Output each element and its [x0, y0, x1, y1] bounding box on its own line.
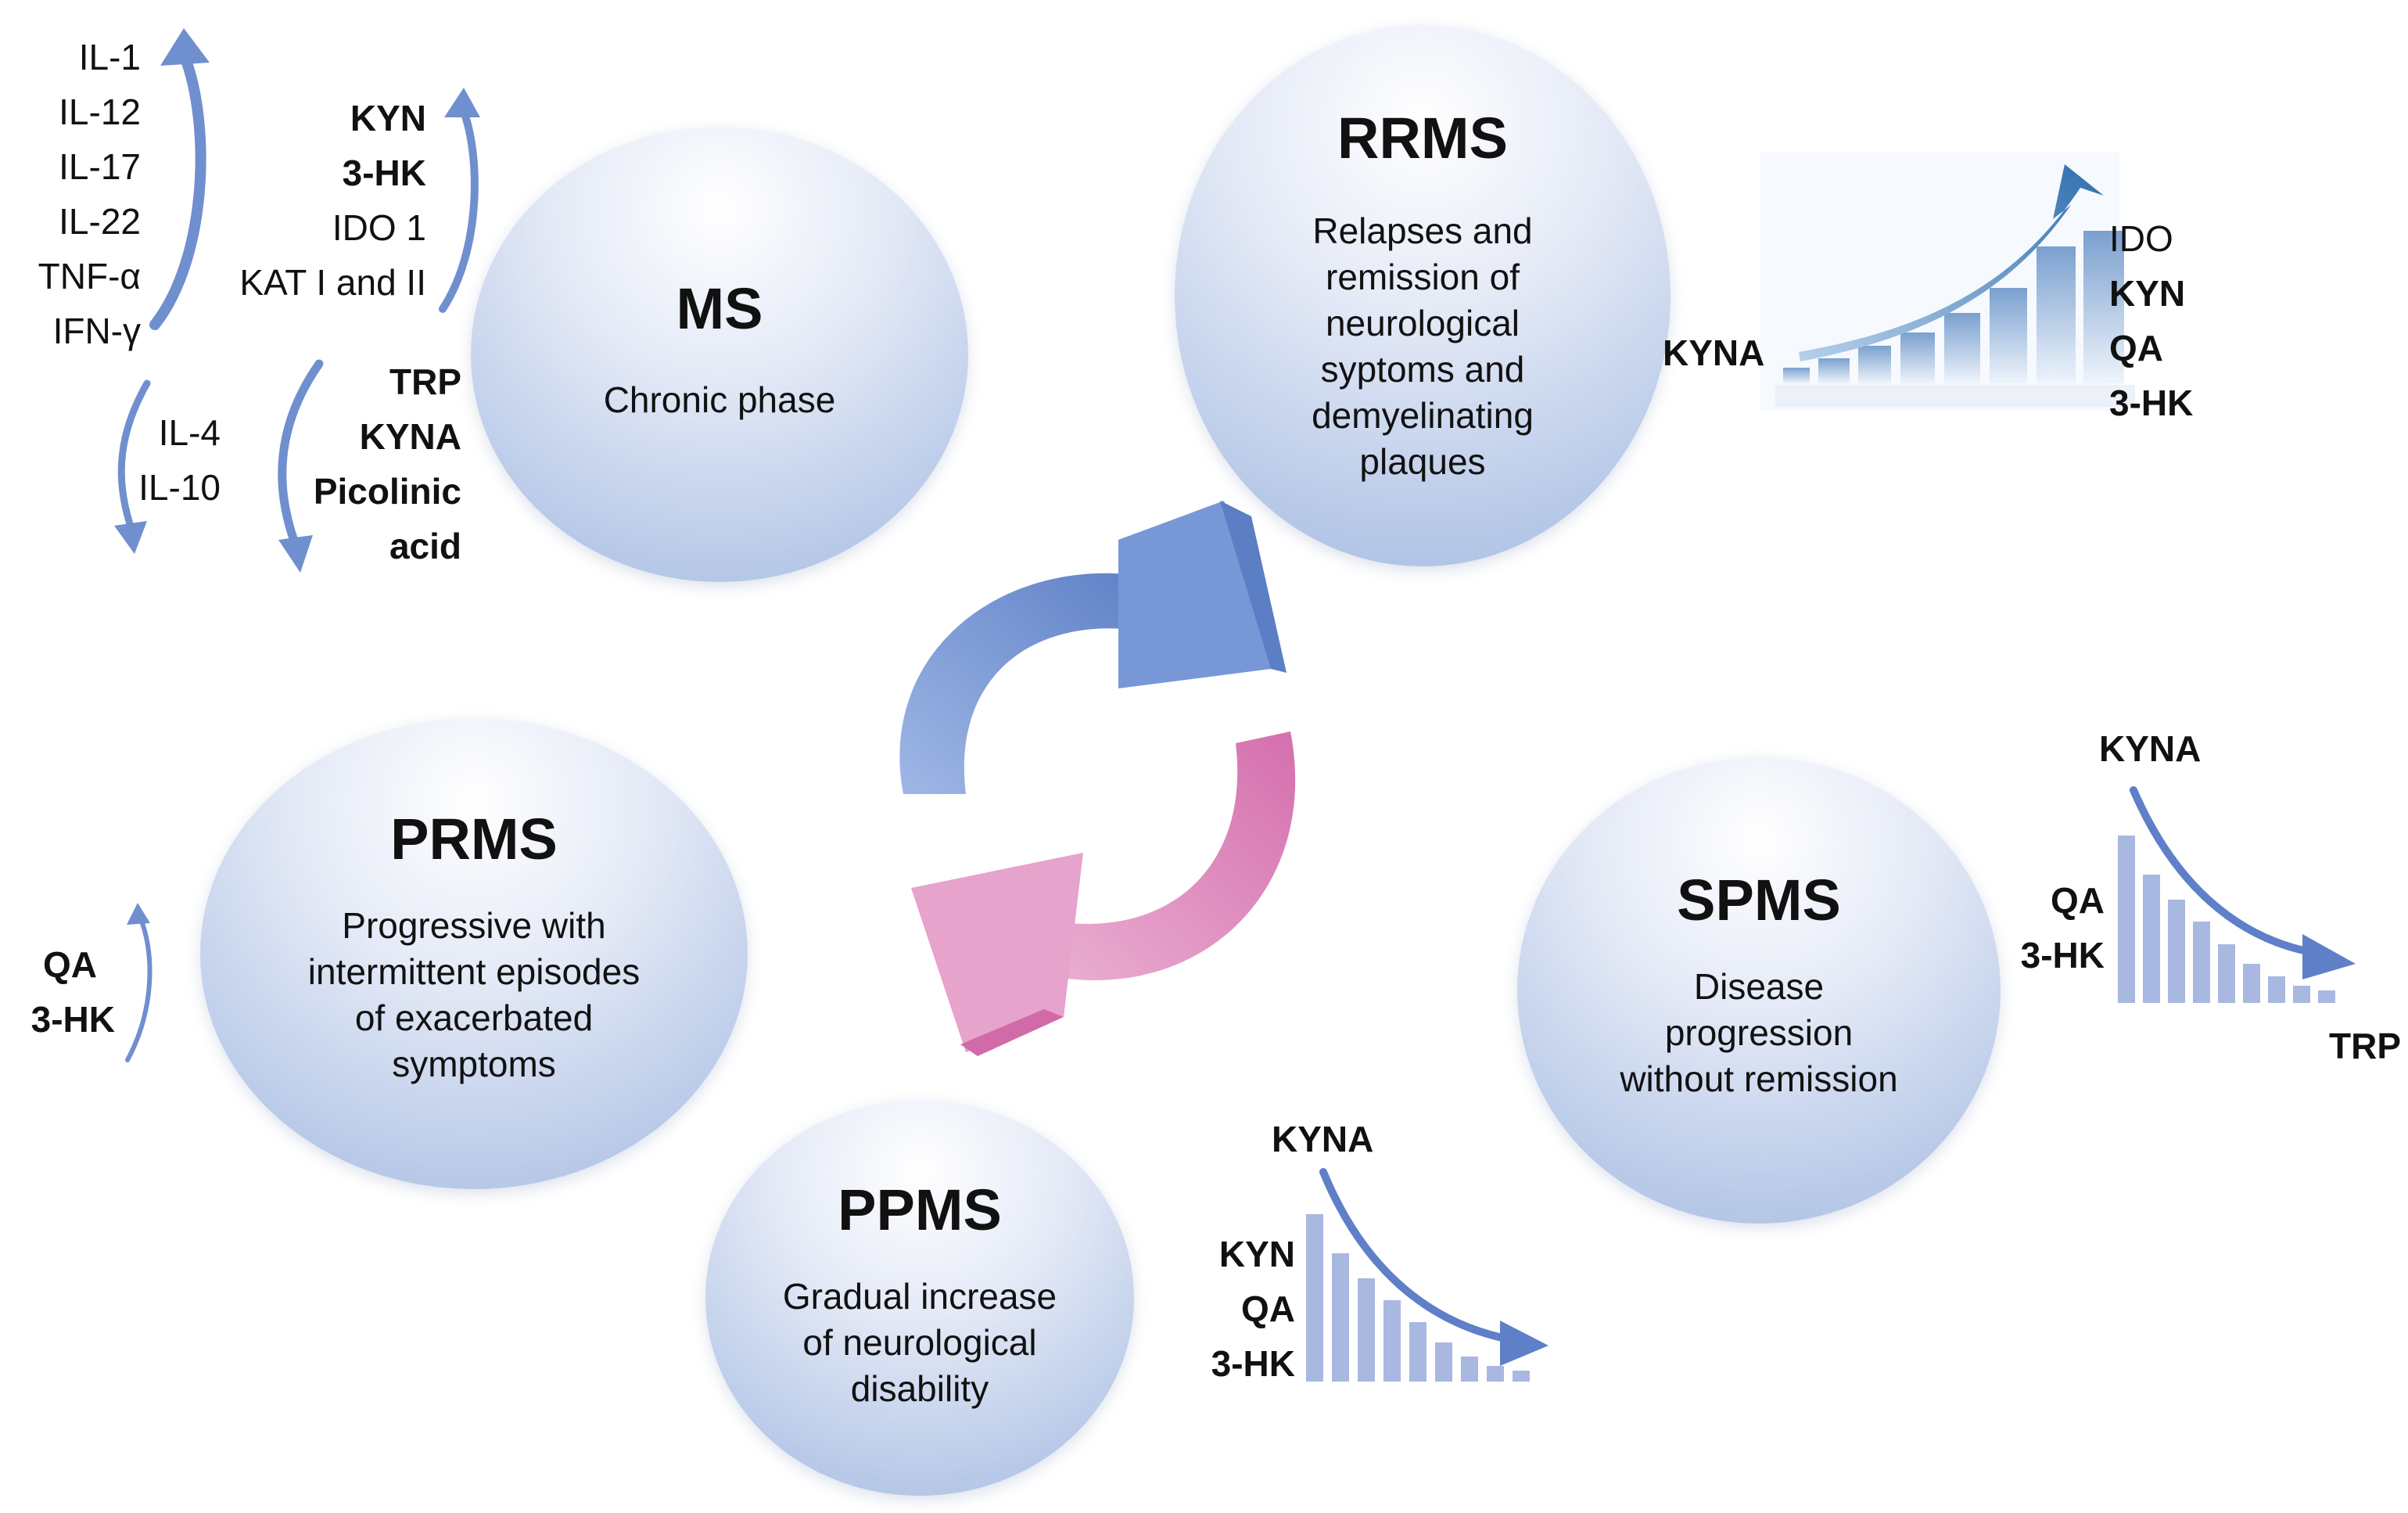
ms-description: Chronic phase: [603, 379, 836, 420]
prms-label: QA: [43, 944, 97, 985]
cytokines-down-arrow: [114, 379, 151, 554]
prms-description: Progressive with intermittent episodes o…: [307, 905, 641, 1084]
ms-title: MS: [676, 276, 763, 341]
cytokine-down-label: IL-10: [138, 467, 221, 508]
metabolite-down-label: KYNA: [359, 416, 461, 457]
cytokine-down-label: IL-4: [158, 412, 221, 453]
spms-title: SPMS: [1677, 868, 1841, 933]
spms-description: Disease progression without remission: [1620, 966, 1898, 1099]
ppms-left-label: QA: [1241, 1288, 1295, 1329]
prms-label: 3-HK: [31, 999, 115, 1040]
spms-left-label: 3-HK: [2020, 935, 2105, 976]
ppms-declining-chart: [1306, 1168, 1549, 1382]
metabolite-up-label: 3-HK: [342, 153, 426, 193]
cytokines-up-arrow: [149, 28, 210, 330]
ppms-description: Gradual increase of neurological disabil…: [782, 1276, 1057, 1409]
spms-left-label: QA: [2051, 880, 2105, 921]
metabolite-up-label: KAT I and II: [239, 262, 426, 303]
rrms-rising-chart: [1760, 153, 2135, 411]
metabolites-down-arrow: [278, 359, 324, 573]
metabolite-down-label: Picolinic: [313, 471, 461, 512]
metabolites-up-arrow: [439, 88, 480, 313]
rrms-right-label: 3-HK: [2109, 383, 2194, 423]
metabolite-down-label: TRP: [389, 361, 461, 402]
cytokine-up-label: TNF-α: [38, 256, 141, 296]
rrms-right-label: KYN: [2109, 273, 2186, 314]
prms-title: PRMS: [390, 807, 558, 872]
ms-circle: MS Chronic phase: [471, 127, 968, 582]
cytokine-up-label: IL-12: [59, 92, 141, 132]
prms-up-arrow: [125, 903, 153, 1062]
cytokine-up-label: IL-22: [59, 201, 141, 242]
cytokine-up-label: IFN-γ: [52, 311, 141, 351]
spms-end-label: TRP: [2329, 1026, 2401, 1066]
cycle-arrow-blue: [899, 501, 1287, 794]
metabolite-down-label: acid: [389, 526, 461, 566]
rrms-right-label: QA: [2109, 328, 2163, 368]
rrms-title: RRMS: [1337, 106, 1508, 171]
rrms-description: Relapses and remission of neurological s…: [1312, 210, 1534, 482]
spms-top-label: KYNA: [2099, 728, 2202, 769]
ppms-left-label: 3-HK: [1211, 1343, 1295, 1384]
cycle-icon: [899, 501, 1296, 1056]
spms-declining-chart: [2118, 786, 2356, 1003]
rrms-right-label: IDO: [2109, 218, 2173, 259]
cytokine-up-label: IL-17: [59, 146, 141, 187]
rrms-circle: RRMS Relapses and remission of neurologi…: [1175, 25, 1671, 566]
metabolite-up-label: IDO 1: [332, 207, 426, 248]
prms-circle: PRMS Progressive with intermittent episo…: [200, 718, 748, 1189]
cycle-arrow-pink: [911, 731, 1296, 1056]
ppms-top-label: KYNA: [1272, 1119, 1374, 1159]
rrms-left-label: KYNA: [1663, 332, 1765, 373]
spms-circle: SPMS Disease progression without remissi…: [1517, 757, 2001, 1224]
metabolite-up-label: KYN: [350, 98, 426, 138]
cytokine-up-label: IL-1: [78, 37, 141, 77]
ppms-circle: PPMS Gradual increase of neurological di…: [705, 1100, 1134, 1496]
ppms-left-label: KYN: [1218, 1234, 1295, 1274]
ppms-title: PPMS: [838, 1177, 1002, 1242]
